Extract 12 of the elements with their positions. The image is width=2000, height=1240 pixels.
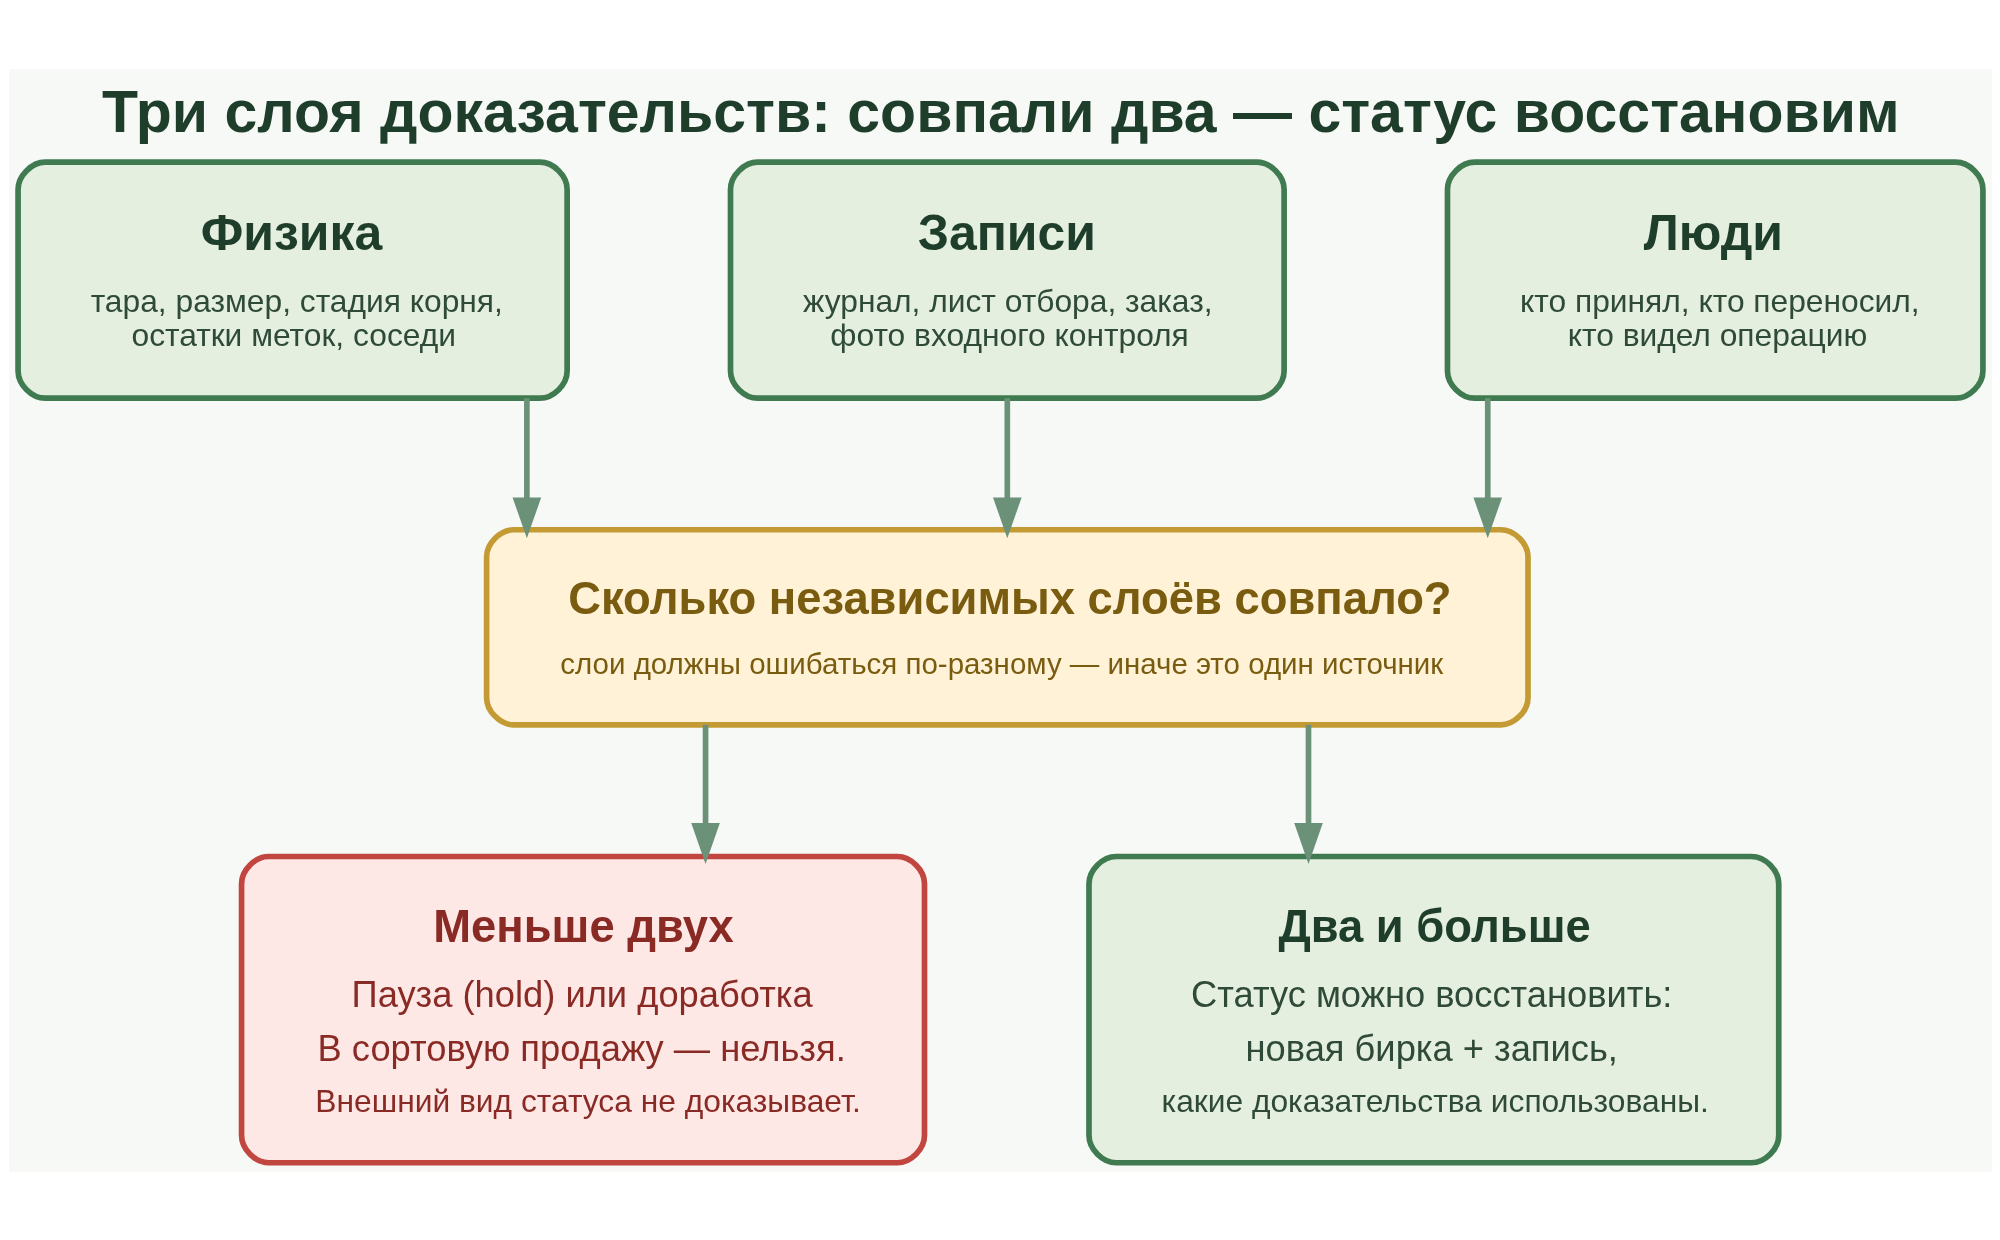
arrow <box>992 397 1022 538</box>
node-box: Сколько независимых слоёв совпало? слои должны ошибаться по-разному — иначе это один источник <box>483 526 1531 728</box>
arrow <box>1472 397 1502 538</box>
node-box: Физика тара, размер, стадия корня, остатки меток, соседи <box>14 158 570 401</box>
node-box: Записи журнал, лист отбора, заказ, фото входного контроля <box>727 158 1287 401</box>
arrow <box>512 397 541 538</box>
arrow <box>690 724 720 864</box>
node-box: Меньше двух Пауза (hold) или доработка В сортовую продажу — нельзя. Внешний вид статуса не доказывает. <box>238 853 927 1166</box>
node-box: Два и больше Статус можно восстановить: новая бирка + запись, какие доказательства использованы. <box>1085 853 1782 1166</box>
diagram-title: Три слоя доказательств: совпали два — статус восстановим <box>101 78 1900 145</box>
arrow <box>1293 724 1323 864</box>
node-box: Люди кто принял, кто переносил, кто видел операцию <box>1444 158 1986 401</box>
